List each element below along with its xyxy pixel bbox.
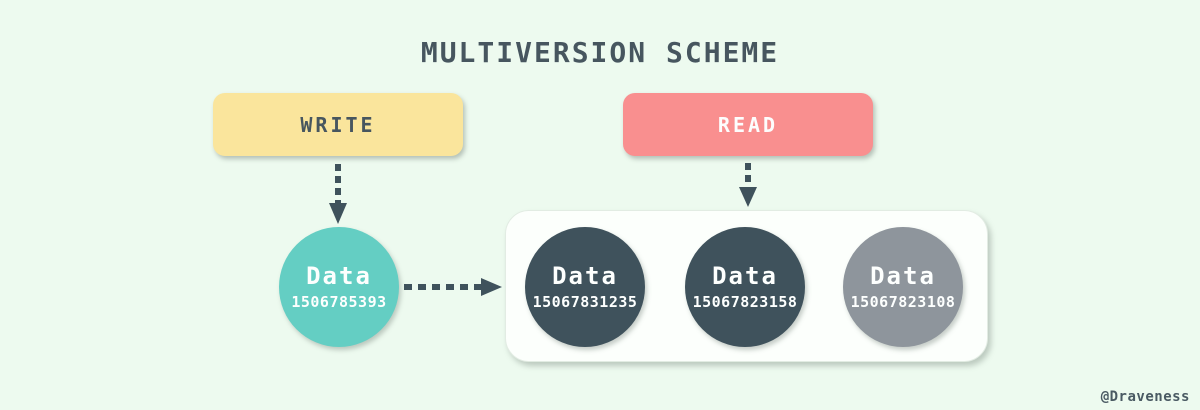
write-node: WRITE <box>213 93 463 156</box>
version-node-2-version: 15067823158 <box>692 292 798 311</box>
write-to-data-arrow <box>329 164 347 224</box>
version-node-2-label: Data <box>712 262 778 291</box>
version-node-3: Data 15067823108 <box>843 227 963 347</box>
version-node-3-version: 15067823108 <box>850 292 956 311</box>
current-data-node: Data 1506785393 <box>279 227 399 347</box>
read-to-store-arrow <box>739 163 757 207</box>
write-node-label: WRITE <box>300 112 376 137</box>
version-node-2: Data 15067823158 <box>685 227 805 347</box>
diagram-title: MULTIVERSION SCHEME <box>420 36 780 69</box>
author-watermark: @Draveness <box>1100 389 1190 405</box>
version-node-1-label: Data <box>552 262 618 291</box>
version-node-3-label: Data <box>870 262 936 291</box>
current-data-version: 1506785393 <box>291 292 387 311</box>
current-data-label: Data <box>306 262 372 291</box>
version-node-1-version: 15067831235 <box>532 292 638 311</box>
read-node-label: READ <box>717 112 779 137</box>
version-node-1: Data 15067831235 <box>525 227 645 347</box>
data-to-store-arrow <box>404 278 502 296</box>
read-node: READ <box>623 93 873 156</box>
